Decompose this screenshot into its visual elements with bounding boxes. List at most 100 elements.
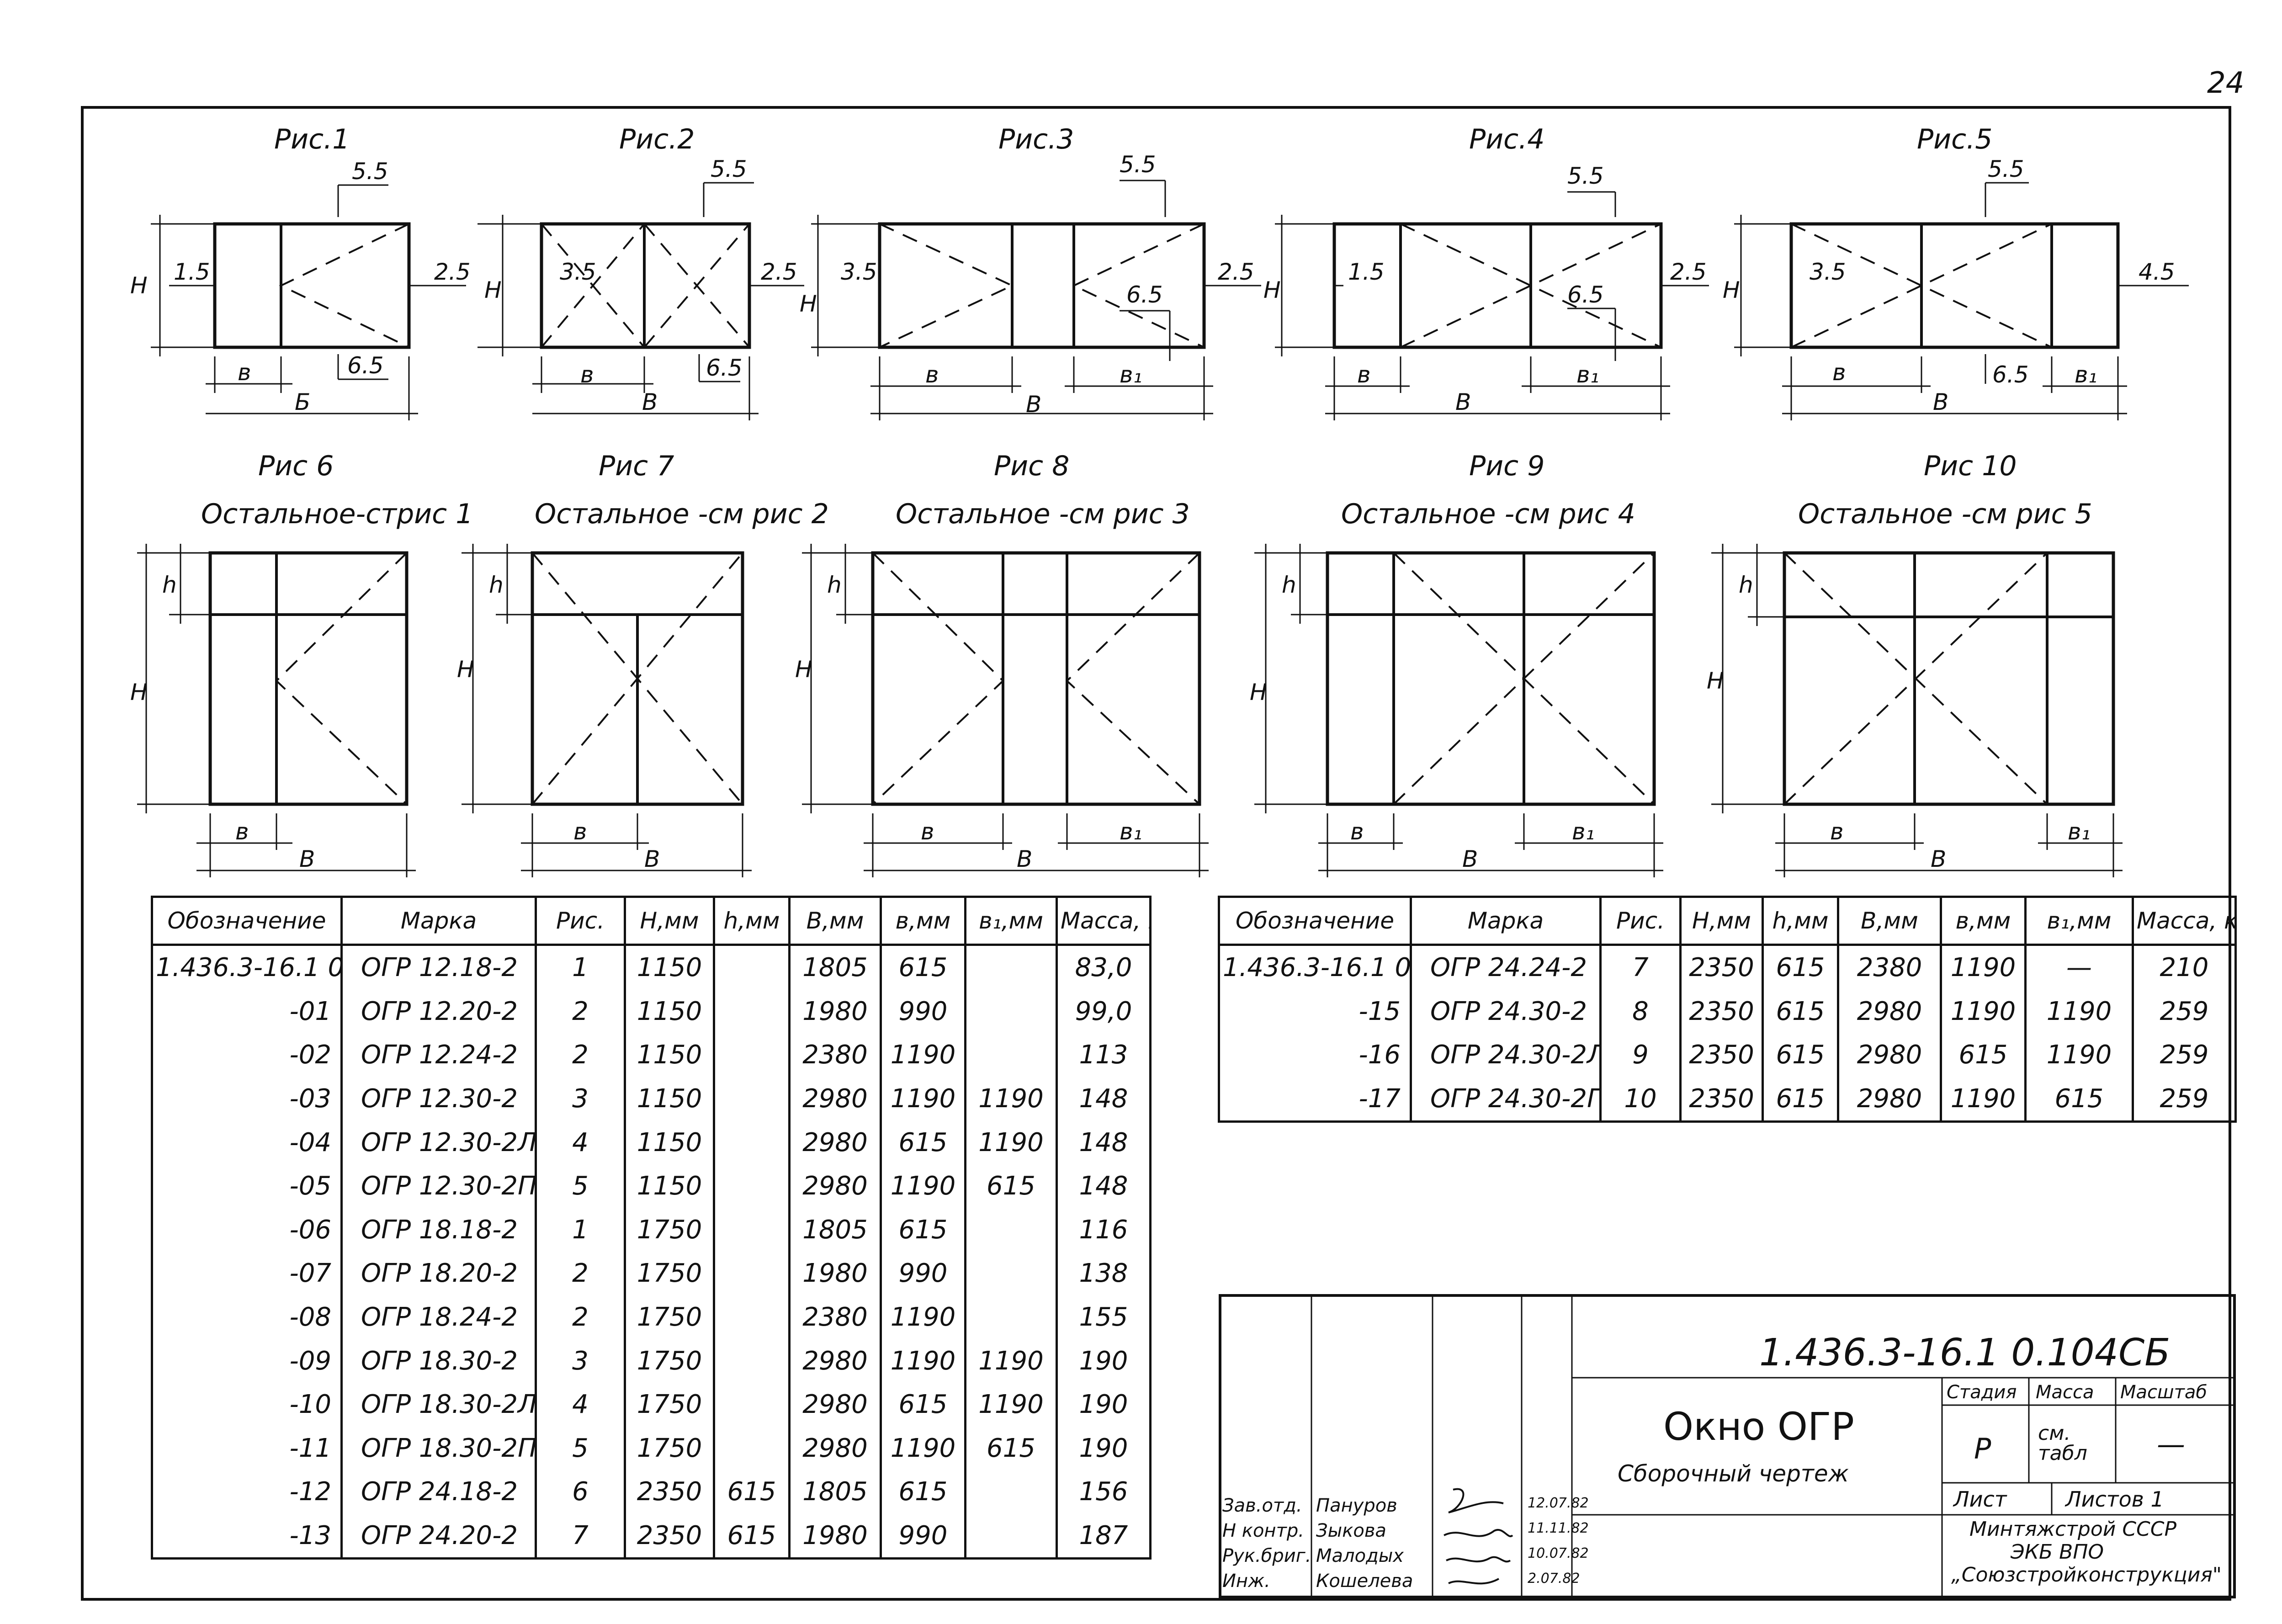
- table-cell: -07: [151, 1252, 343, 1295]
- table-cell: 1: [535, 945, 626, 990]
- fig-3-dim-height: Н: [800, 291, 817, 317]
- mass-label: Масса: [2036, 1382, 2094, 1403]
- table-cell: -05: [151, 1164, 343, 1208]
- date-4: 2.07.82: [1528, 1571, 1580, 1587]
- fig-10-dim-h: h: [1739, 572, 1753, 598]
- table-cell: 615: [713, 1513, 791, 1560]
- table-cell: 155: [1056, 1295, 1152, 1339]
- table-cell: 2350: [1679, 989, 1764, 1034]
- fig-2-dim-width: В: [642, 389, 658, 415]
- table-cell: 2: [535, 1252, 626, 1295]
- fig-10-dim-b: в: [1830, 818, 1844, 845]
- fig-4-dim-right: 2.5: [1670, 259, 1707, 285]
- table-cell: [713, 1120, 791, 1164]
- fig-4-caption: Рис.4: [1469, 123, 1545, 155]
- table-cell: 615: [1762, 1033, 1839, 1077]
- fig-1-dim-height: Н: [130, 272, 148, 299]
- table-cell: 5: [535, 1164, 626, 1208]
- table-cell: 1750: [624, 1339, 715, 1383]
- table-cell: 5: [535, 1426, 626, 1470]
- table-cell: [713, 1208, 791, 1252]
- fig-4-dim-height: Н: [1263, 277, 1281, 303]
- page-number: 24: [2207, 66, 2245, 100]
- spec-table-left-body: 1.436.3-16.1 0.104ОГР 12.18-211150180561…: [151, 945, 1152, 1560]
- table-cell: 1750: [624, 1426, 715, 1470]
- role-2: Н контр.: [1222, 1520, 1304, 1541]
- table-cell: 1750: [624, 1382, 715, 1427]
- table-cell: 1190: [880, 1295, 966, 1339]
- fig-9-subcaption: Остальное -см рис 4: [1341, 498, 1635, 530]
- table-cell: 148: [1056, 1164, 1152, 1208]
- table-cell: [713, 1339, 791, 1383]
- table-cell: 2350: [624, 1513, 715, 1560]
- fig-3-dim-top: 5.5: [1120, 151, 1156, 178]
- fig-6-subcaption: Остальное-стрис 1: [201, 498, 473, 530]
- table-cell: 187: [1056, 1513, 1152, 1560]
- table-cell: 1750: [624, 1208, 715, 1252]
- table-cell: [964, 945, 1058, 990]
- fig-5-dim-top: 5.5: [1988, 156, 2024, 182]
- table-cell: 615: [880, 1470, 966, 1514]
- fig-6-dim-width: В: [299, 846, 315, 872]
- table-cell: -02: [151, 1033, 343, 1077]
- table-cell: -17: [1218, 1077, 1412, 1123]
- table-cell: 2350: [1679, 1033, 1764, 1077]
- table-cell: [964, 1295, 1058, 1339]
- table-cell: 990: [880, 1252, 966, 1295]
- table-cell: 2350: [624, 1470, 715, 1514]
- table-cell: 615: [713, 1470, 791, 1514]
- doc-code: 1.436.3-16.1 0.104СБ: [1759, 1331, 2171, 1375]
- fig-1-dim-b: в: [238, 359, 251, 386]
- col-header: Марка: [1410, 896, 1602, 946]
- table-cell: 7: [535, 1513, 626, 1560]
- table-cell: 210: [2132, 945, 2237, 990]
- table-cell: -10: [151, 1382, 343, 1427]
- table-cell: 1150: [624, 1120, 715, 1164]
- table-cell: 1150: [624, 989, 715, 1034]
- table-cell: 990: [880, 1513, 966, 1560]
- fig-5: [1734, 182, 2189, 420]
- fig-9-dim-h: h: [1282, 572, 1296, 598]
- col-header: в,мм: [1940, 896, 2027, 946]
- fig-5-dim-height: Н: [1723, 277, 1740, 303]
- fig-1-dim-right: 2.5: [434, 259, 471, 285]
- fig-5-dim-right: 4.5: [2139, 259, 2175, 285]
- table-cell: 1190: [880, 1426, 966, 1470]
- fig-3-dim-b: в: [925, 361, 939, 388]
- table-cell: 615: [880, 945, 966, 990]
- mass-value: см. табл: [2038, 1422, 2087, 1465]
- table-cell: 2350: [1679, 1077, 1764, 1123]
- fig-9-dim-b: в: [1350, 818, 1364, 845]
- table-cell: 3: [535, 1077, 626, 1121]
- fig-7-dim-width: В: [644, 846, 660, 872]
- col-header: Масса, кг: [2132, 896, 2237, 946]
- fig-1-dim-width: Б: [295, 389, 311, 415]
- fig-3-dim-right: 2.5: [1218, 259, 1254, 285]
- table-cell: ОГР 18.30-2П: [340, 1426, 537, 1470]
- table-cell: 148: [1056, 1120, 1152, 1164]
- table-cell: 1190: [1940, 1077, 2027, 1123]
- sheet-label: Лист: [1953, 1487, 2007, 1512]
- table-cell: 615: [1762, 1077, 1839, 1123]
- table-cell: 1150: [624, 945, 715, 990]
- fig-10-dim-height: Н: [1707, 668, 1724, 694]
- table-cell: -11: [151, 1426, 343, 1470]
- table-cell: -12: [151, 1470, 343, 1514]
- table-cell: 138: [1056, 1252, 1152, 1295]
- table-cell: 1190: [1940, 989, 2027, 1034]
- col-header: В,мм: [1837, 896, 1942, 946]
- table-cell: [713, 1164, 791, 1208]
- fig-7-dim-h: h: [489, 572, 504, 598]
- role-1: Зав.отд.: [1222, 1495, 1302, 1516]
- table-cell: 156: [1056, 1470, 1152, 1514]
- sheet-frame: [81, 106, 2231, 1601]
- table-cell: 2: [535, 989, 626, 1034]
- table-cell: 1150: [624, 1033, 715, 1077]
- fig-2-dim-b: в: [580, 361, 594, 388]
- table-cell: -15: [1218, 989, 1412, 1034]
- table-cell: ОГР 18.30-2: [340, 1339, 537, 1383]
- table-cell: ОГР 24.20-2: [340, 1513, 537, 1560]
